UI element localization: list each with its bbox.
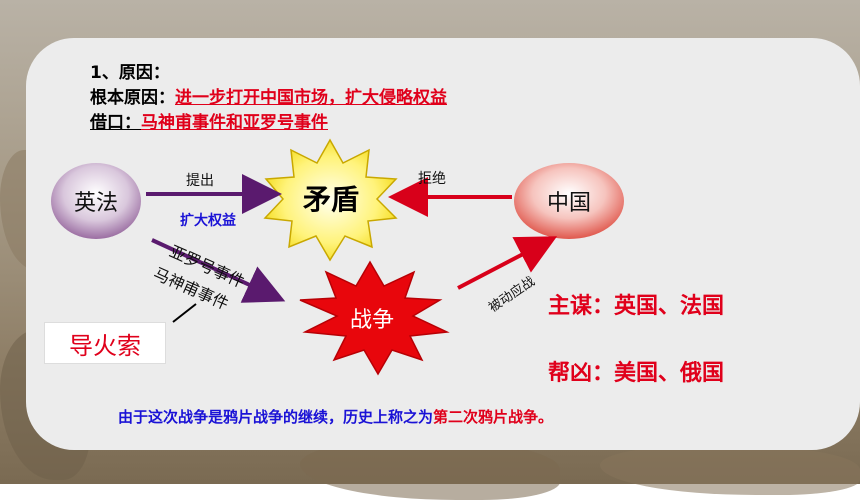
root-cause-label: 根本原因： xyxy=(90,88,175,108)
pretext-label: 借口： xyxy=(90,113,141,133)
china-label: 中国 xyxy=(546,191,591,216)
war-burst xyxy=(299,260,450,376)
contradiction-label: 矛盾 xyxy=(302,183,359,216)
refuse-label: 拒绝 xyxy=(418,171,446,187)
conclusion-text: 由于这次战争是鸦片战争的继续，历史上称之为 xyxy=(118,408,434,426)
response-arrow xyxy=(457,236,558,290)
pretext-line: 借口：马神甫事件和亚罗号事件 xyxy=(90,108,328,133)
conclusion-line: 由于这次战争是鸦片战争的继续，历史上称之为第二次鸦片战争。 xyxy=(118,406,553,427)
pretext-value: 马神甫事件和亚罗号事件 xyxy=(141,113,328,133)
incident-arrow xyxy=(151,238,286,303)
accomplices-text: 帮凶：美国、俄国 xyxy=(548,361,725,386)
fuse-box: 导火索 xyxy=(44,322,166,364)
expand-rights-label: 扩大权益 xyxy=(180,213,236,229)
section-heading: 1、原因： xyxy=(90,63,170,83)
root-cause-value: 进一步打开中国市场，扩大侵略权益 xyxy=(175,88,447,108)
contradiction-burst xyxy=(263,138,398,262)
britain-france-node xyxy=(51,163,141,239)
instigators-text: 主谋：英国、法国 xyxy=(548,294,725,319)
propose-label: 提出 xyxy=(186,173,214,189)
fuse-label: 导火索 xyxy=(69,331,141,360)
war-label: 战争 xyxy=(349,308,394,333)
china-node xyxy=(514,163,624,239)
britain-france-label: 英法 xyxy=(73,191,118,216)
conclusion-highlight: 第二次鸦片战争。 xyxy=(433,408,554,426)
cause-diagram xyxy=(51,138,624,376)
fuse-pointer-line xyxy=(172,303,197,323)
root-cause-line: 根本原因：进一步打开中国市场，扩大侵略权益 xyxy=(90,83,447,108)
